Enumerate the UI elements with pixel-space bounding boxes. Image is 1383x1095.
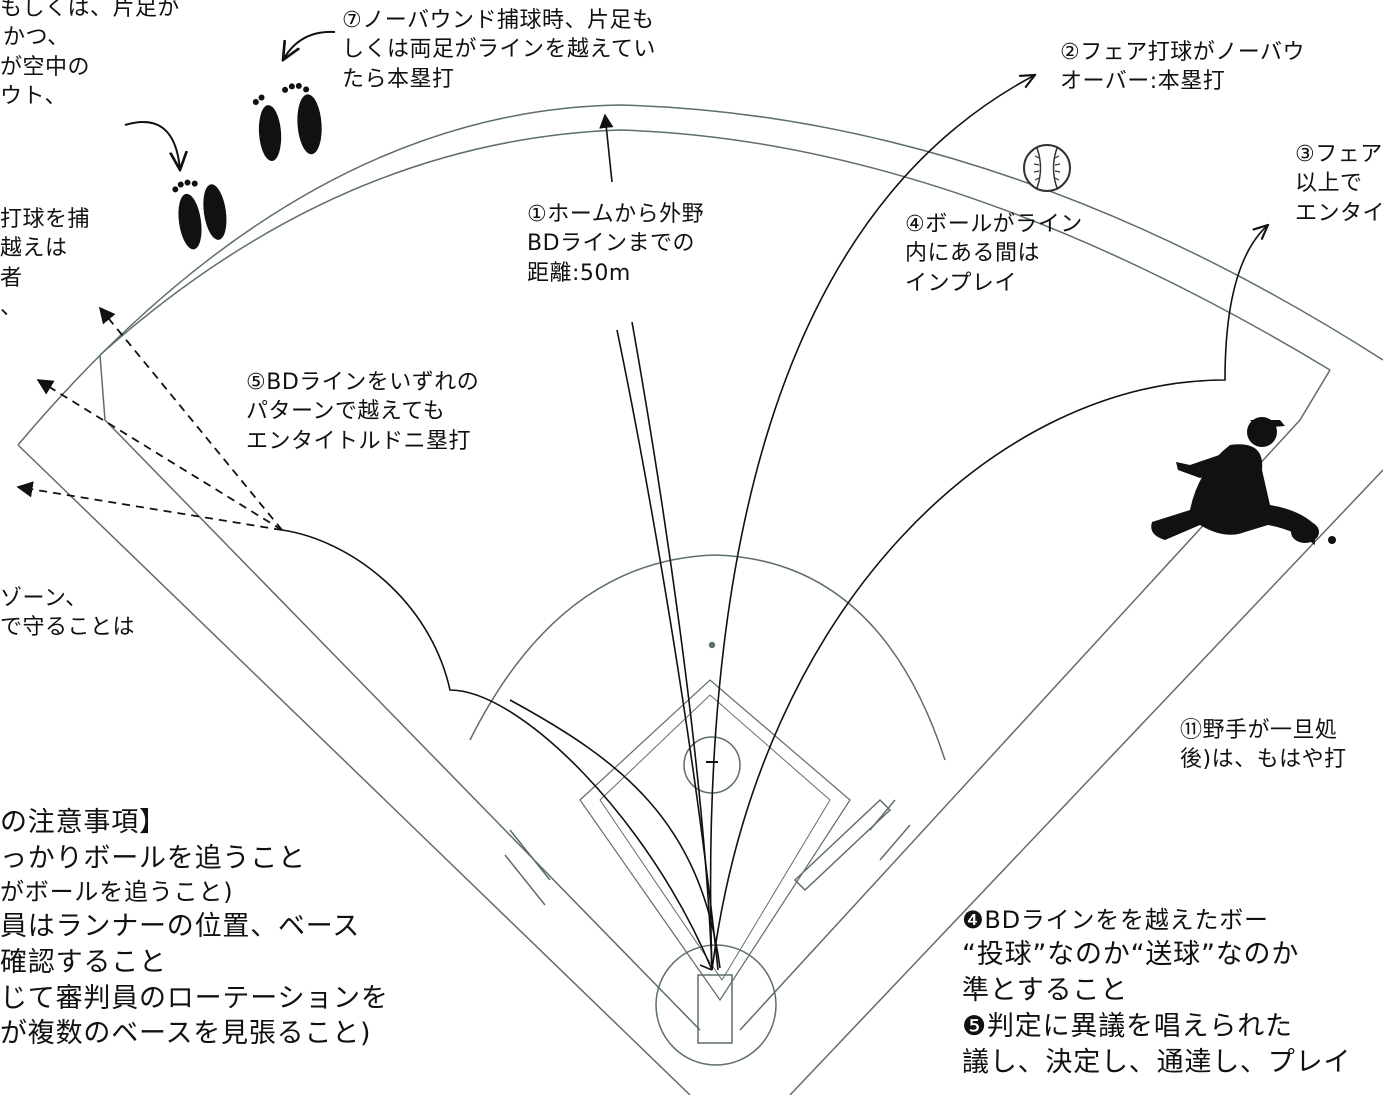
top-left-fragment: もしくは、片足が かつ、 が空中の ウト、 bbox=[0, 0, 181, 110]
footprints-icon bbox=[172, 82, 322, 250]
left-fragment: 打球を捕 越えは 者 、 bbox=[0, 207, 91, 321]
curved-arrow bbox=[283, 30, 336, 60]
note-4: ④ボールがライン 内にある間は インプレイ bbox=[905, 212, 1083, 296]
note-1: ①ホームから外野 BDラインまでの 距離:50m bbox=[527, 202, 705, 286]
fielder-silhouette-icon bbox=[1151, 417, 1319, 545]
ball-dot bbox=[1328, 536, 1336, 544]
baseball-icon bbox=[1023, 144, 1071, 192]
note-2: ②フェア打球がノーバウ オーバー:本塁打 bbox=[1060, 40, 1306, 95]
ball-trajectories bbox=[281, 75, 1268, 971]
note-7: ⑦ノーバウンド捕球時、片足も しくは両足がラインを越えてい たら本塁打 bbox=[342, 8, 656, 92]
note-5: ⑤BDラインをいずれの パターンで越えても エンタイトルドニ塁打 bbox=[246, 370, 480, 454]
dashed-trajectories bbox=[16, 306, 283, 531]
note-3: ③フェア 以上で エンタイ bbox=[1295, 142, 1383, 226]
field-lines bbox=[17, 104, 1383, 1095]
notes-left: の注意事項】 っかりボールを追うこと がボールを追うこと) 員はランナーの位置、… bbox=[0, 807, 389, 1050]
zone-fragment: ゾーン、 で守ることは bbox=[0, 586, 136, 641]
curved-arrow bbox=[124, 121, 180, 170]
note-11: ⑪野手が一旦処 後)は、もはや打 bbox=[1180, 718, 1347, 773]
notes-right: ❹BDラインをを越えたボー “投球”なのか“送球”なのか 準とすること ❺判定に… bbox=[962, 906, 1352, 1078]
